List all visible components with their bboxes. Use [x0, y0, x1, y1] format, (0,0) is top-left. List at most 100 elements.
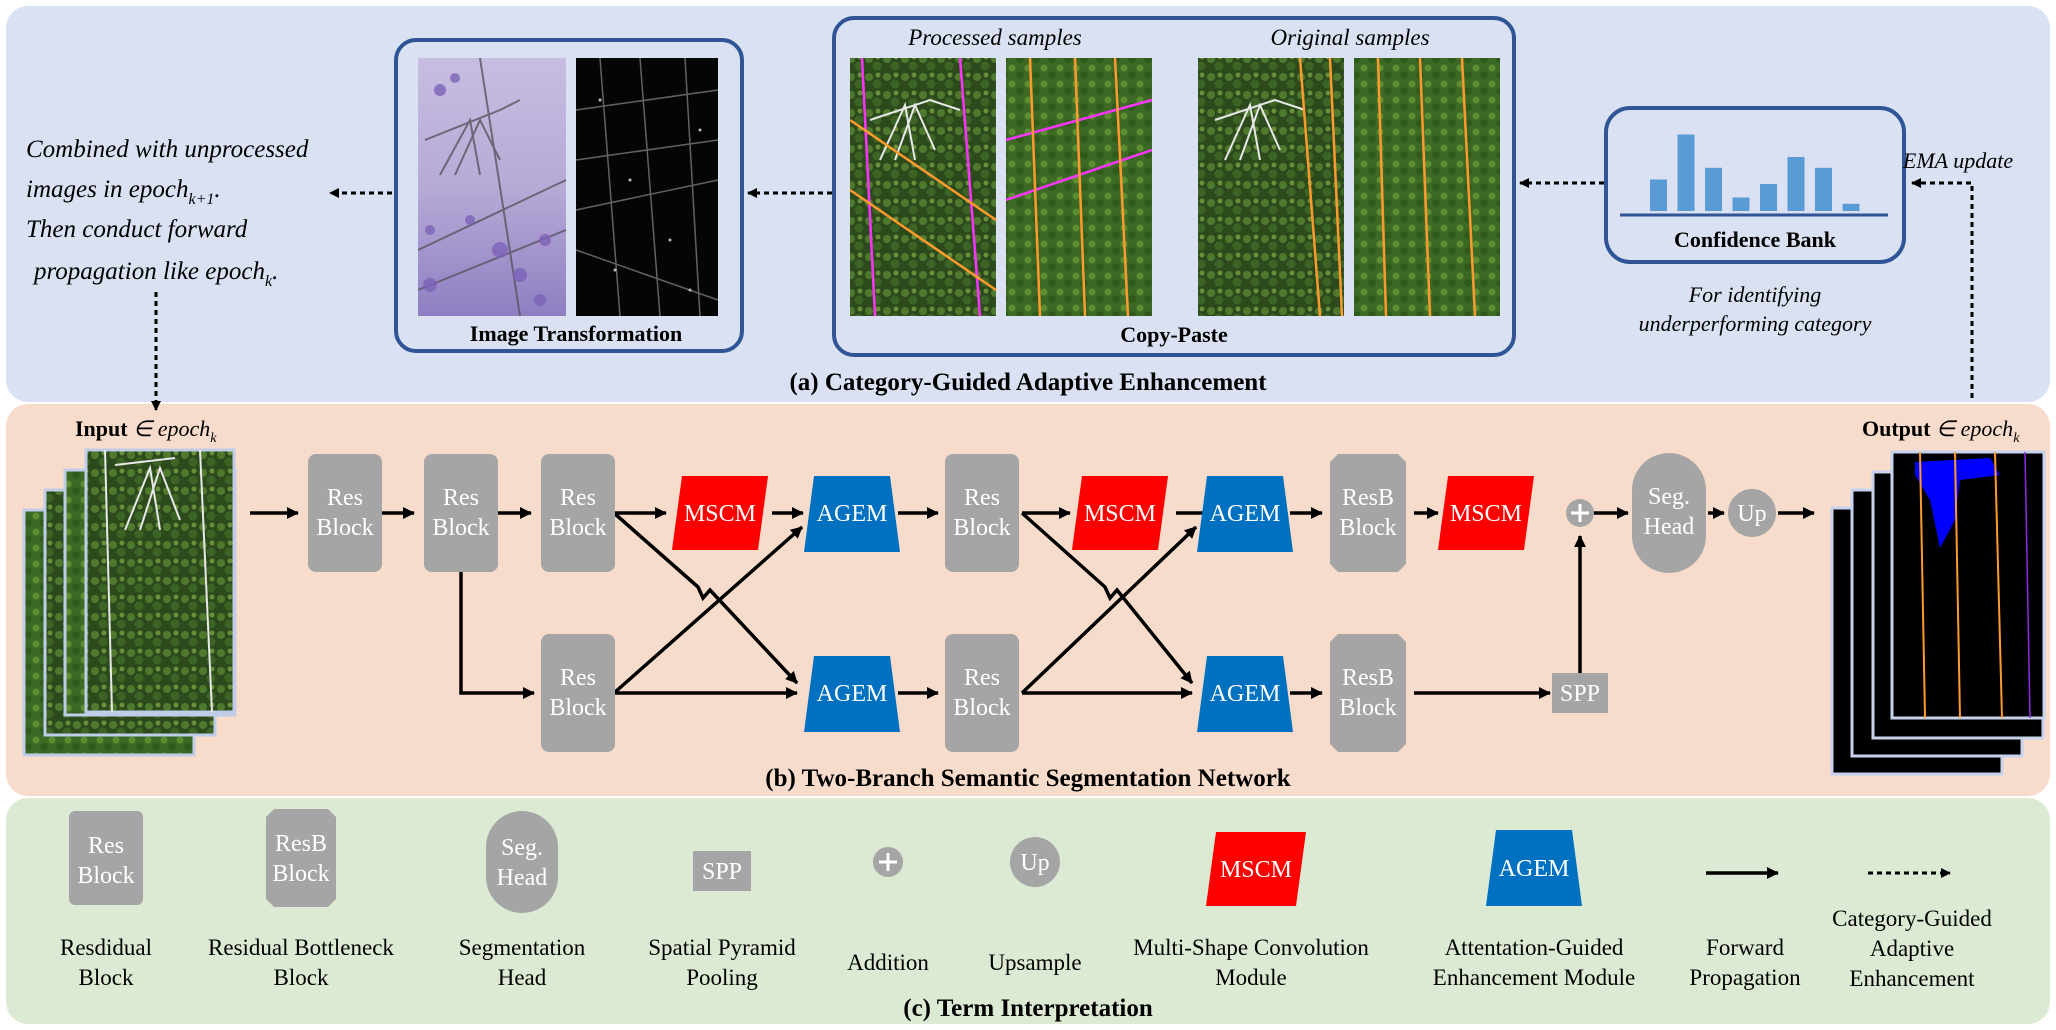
- svg-text:Res: Res: [88, 833, 124, 859]
- svg-text:Res: Res: [560, 485, 596, 511]
- svg-text:Res: Res: [560, 665, 596, 691]
- input-label: Input ∈ epochk: [75, 416, 217, 446]
- svg-text:Block: Block: [79, 965, 134, 990]
- image-transformation-label: Image Transformation: [470, 321, 682, 346]
- svg-text:ResB: ResB: [275, 831, 327, 857]
- confidence-bar: [1650, 179, 1667, 211]
- svg-text:MSCM: MSCM: [1084, 501, 1156, 527]
- confidence-bar: [1760, 184, 1777, 211]
- svg-text:Category-Guided: Category-Guided: [1832, 906, 1992, 931]
- spp-block: SPP: [1552, 673, 1608, 713]
- agem-bottom-2: AGEM: [1197, 656, 1293, 732]
- svg-text:Block: Block: [272, 861, 329, 887]
- processed-sample-tower-image: [849, 57, 997, 317]
- res-block-3: Res Block: [541, 454, 615, 572]
- res-block-2: Res Block: [424, 454, 498, 572]
- confidence-bar: [1815, 167, 1832, 211]
- svg-text:Res: Res: [443, 485, 479, 511]
- mscm-3: MSCM: [1438, 476, 1534, 550]
- svg-text:Block: Block: [77, 863, 134, 889]
- output-label: Output ∈ epochk: [1862, 416, 2020, 446]
- edge-map-image: [575, 57, 719, 317]
- agem-top-2: AGEM: [1197, 476, 1293, 552]
- svg-text:Addition: Addition: [847, 950, 929, 975]
- output-image-stack: [1830, 450, 2046, 776]
- section-c-title: (c) Term Interpretation: [903, 995, 1153, 1022]
- svg-text:Enhancement: Enhancement: [1849, 966, 1975, 991]
- svg-text:MSCM: MSCM: [1450, 501, 1522, 527]
- resb-block-bottom: ResB Block: [1330, 634, 1406, 752]
- svg-text:Block: Block: [274, 965, 329, 990]
- resb-block-top: ResB Block: [1330, 454, 1406, 572]
- agem-top-1: AGEM: [804, 476, 900, 552]
- svg-text:Residual Bottleneck: Residual Bottleneck: [208, 935, 394, 960]
- transformed-image: [417, 57, 567, 317]
- svg-text:MSCM: MSCM: [684, 501, 756, 527]
- svg-text:Block: Block: [953, 515, 1010, 541]
- confidence-bar: [1787, 157, 1805, 211]
- svg-text:Segmentation: Segmentation: [459, 935, 586, 960]
- legend-addition: Addition: [847, 847, 929, 975]
- processed-sample-lines-image: [1005, 57, 1153, 317]
- confidence-bank-label: Confidence Bank: [1674, 227, 1837, 252]
- svg-text:Attentation-Guided: Attentation-Guided: [1445, 935, 1624, 960]
- legend-forward-propagation: Forward Propagation: [1689, 867, 1801, 990]
- identify-line-2: underperforming category: [1639, 311, 1872, 336]
- agem-bottom-1: AGEM: [804, 656, 900, 732]
- svg-text:SPP: SPP: [702, 859, 742, 885]
- svg-text:Head: Head: [498, 965, 547, 990]
- original-sample-tower-image: [1198, 57, 1344, 317]
- res-block-1: Res Block: [308, 454, 382, 572]
- processed-samples-label: Processed samples: [907, 25, 1082, 50]
- svg-text:Resdidual: Resdidual: [60, 935, 152, 960]
- section-b-title: (b) Two-Branch Semantic Segmentation Net…: [765, 765, 1291, 792]
- identify-line-1: For identifying: [1688, 282, 1822, 307]
- original-sample-lines-image: [1354, 57, 1500, 317]
- legend-upsample: Up Upsample: [988, 837, 1082, 975]
- svg-text:Res: Res: [964, 485, 1000, 511]
- note-line-1: Combined with unprocessed: [26, 136, 309, 163]
- legend-mscm: MSCM Multi-Shape Convolution Module: [1133, 832, 1369, 990]
- ema-update-arrow: [1911, 178, 1974, 398]
- legend-agem: AGEM Attentation-Guided Enhancement Modu…: [1433, 830, 1635, 990]
- legend-spp: SPP Spatial Pyramid Pooling: [648, 851, 796, 990]
- svg-text:Block: Block: [549, 515, 606, 541]
- svg-text:Spatial Pyramid: Spatial Pyramid: [648, 935, 796, 960]
- svg-text:Block: Block: [432, 515, 489, 541]
- res-block-bottom-1: Res Block: [541, 634, 615, 752]
- svg-text:Head: Head: [1644, 514, 1695, 540]
- svg-text:Block: Block: [1339, 695, 1396, 721]
- legend-seg-head: Seg. Head Segmentation Head: [459, 811, 586, 990]
- confidence-bar: [1842, 203, 1860, 211]
- svg-text:AGEM: AGEM: [817, 501, 888, 527]
- svg-text:AGEM: AGEM: [817, 681, 888, 707]
- copy-paste-label: Copy-Paste: [1120, 322, 1228, 347]
- res-block-4: Res Block: [945, 454, 1019, 572]
- svg-text:Up: Up: [1737, 501, 1766, 527]
- svg-text:Pooling: Pooling: [686, 965, 758, 990]
- legend-res-block: Res Block Resdidual Block: [60, 811, 152, 990]
- upsample-node: Up: [1728, 489, 1776, 537]
- copy-paste-frame: [832, 16, 1516, 357]
- confidence-bank-frame: [1604, 106, 1906, 264]
- svg-text:Res: Res: [327, 485, 363, 511]
- svg-text:Forward: Forward: [1706, 935, 1784, 960]
- confidence-bank-chart: [1650, 134, 1860, 211]
- svg-text:SPP: SPP: [1560, 681, 1600, 707]
- confidence-bar: [1677, 134, 1695, 211]
- forward-connectors: [380, 507, 1815, 699]
- section-a-title: (a) Category-Guided Adaptive Enhancement: [789, 369, 1267, 396]
- svg-text:Propagation: Propagation: [1689, 965, 1801, 990]
- svg-text:Res: Res: [964, 665, 1000, 691]
- ema-update-label: EMA update: [1902, 148, 2013, 173]
- svg-text:Block: Block: [1339, 515, 1396, 541]
- svg-text:Head: Head: [497, 865, 548, 891]
- original-samples-label: Original samples: [1270, 25, 1429, 50]
- svg-text:AGEM: AGEM: [1210, 501, 1281, 527]
- legend-resb-block: ResB Block Residual Bottleneck Block: [208, 809, 394, 990]
- mscm-1: MSCM: [672, 476, 768, 550]
- image-transformation-frame: [394, 38, 744, 353]
- note-line-4: propagation like epochk.: [32, 258, 278, 290]
- svg-text:ResB: ResB: [1342, 485, 1394, 511]
- confidence-bar: [1705, 167, 1722, 211]
